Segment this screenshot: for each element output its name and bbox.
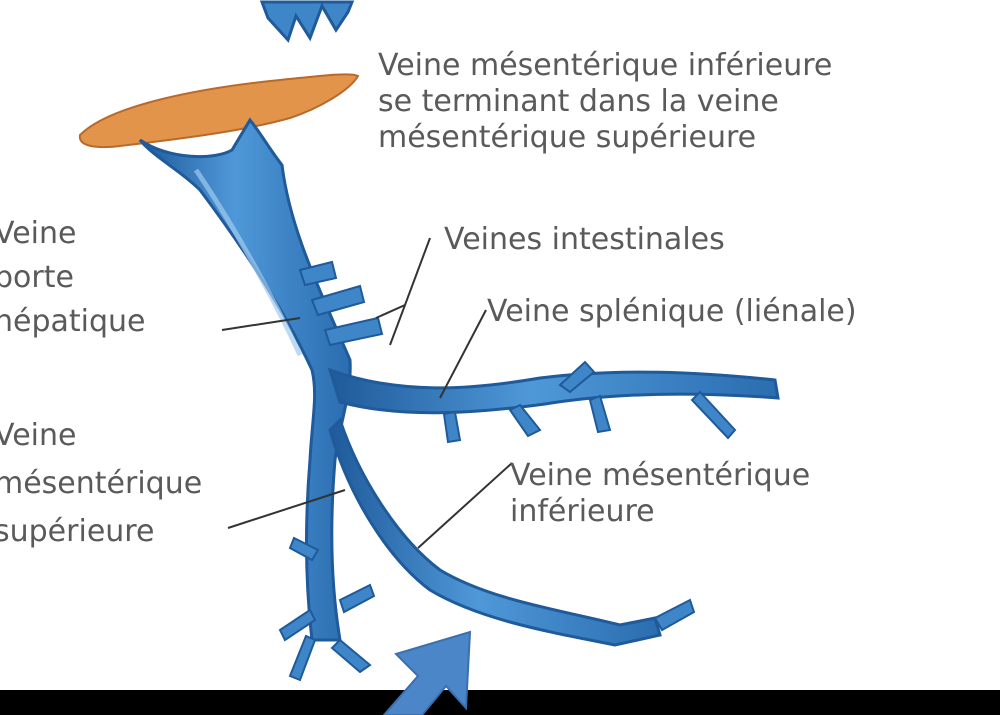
label-veines-intestinales: Veines intestinales	[444, 222, 725, 258]
leader-veine-mes-inf	[418, 463, 512, 548]
leader-veines-intestinales-1	[376, 238, 430, 318]
label-line: se terminant dans la veine	[378, 84, 832, 120]
label-line: Veine mésentérique	[510, 458, 810, 494]
portal-vein	[140, 120, 350, 640]
label-text: Veine splénique (liénale)	[487, 294, 857, 329]
splenic-vein	[330, 362, 778, 442]
label-line: hépatique	[0, 300, 146, 344]
label-veine-mes-sup: Veine mésentérique supérieure	[0, 412, 202, 556]
label-line: supérieure	[0, 508, 202, 556]
top-vessel-fragment	[262, 2, 352, 40]
label-veine-splenique: Veine splénique (liénale)	[487, 294, 857, 330]
label-veine-porte-hepatique: Veine porte hépatique	[0, 212, 146, 344]
label-line: Veine mésentérique inférieure	[378, 48, 832, 84]
label-line: porte	[0, 256, 146, 300]
pancreas-shape	[80, 74, 358, 147]
label-line: Veine	[0, 412, 202, 460]
label-veine-mes-inf: Veine mésentérique inférieure	[510, 458, 810, 530]
label-text: Veines intestinales	[444, 222, 725, 257]
label-line: inférieure	[510, 494, 810, 530]
inferior-mesenteric-vein	[330, 420, 694, 645]
pointer-arrow	[384, 632, 470, 715]
label-veine-mes-inf-terminale: Veine mésentérique inférieure se termina…	[378, 48, 832, 156]
label-line: Veine	[0, 212, 146, 256]
label-line: mésentérique supérieure	[378, 120, 832, 156]
label-line: mésentérique	[0, 460, 202, 508]
